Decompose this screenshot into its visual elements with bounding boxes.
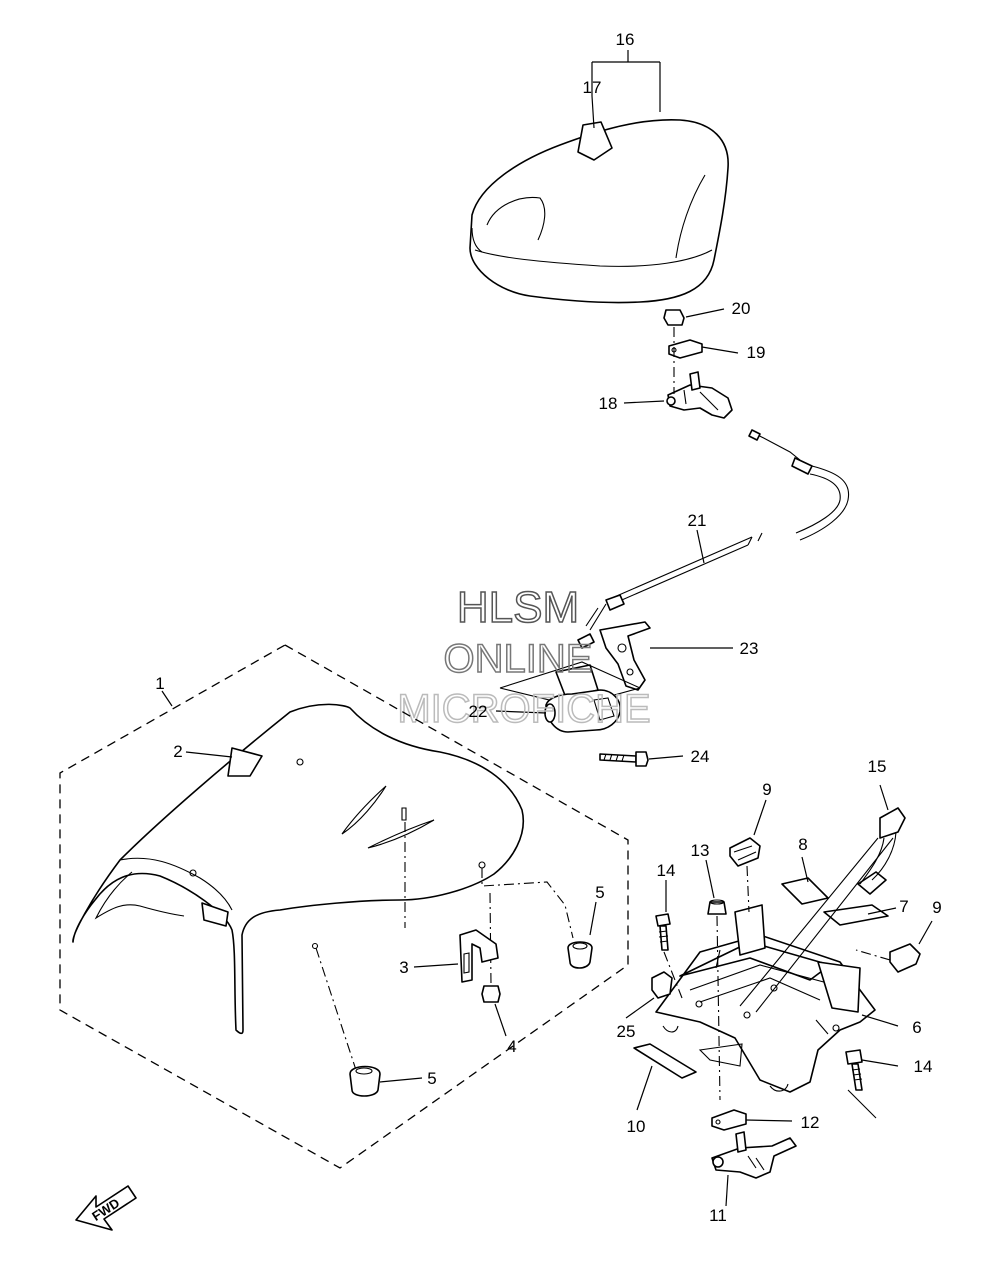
lock-mount-bracket <box>499 661 641 707</box>
watermark-line-3: MICROFICHE <box>397 687 650 731</box>
callout-19: 19 <box>747 343 766 362</box>
callout-14b: 14 <box>914 1057 933 1076</box>
callout-15: 15 <box>868 757 887 776</box>
callout-9a: 9 <box>762 780 771 799</box>
seat-lock-cylinder <box>544 689 622 733</box>
upper-seat <box>469 118 729 304</box>
callout-23: 23 <box>740 639 759 658</box>
callout-8: 8 <box>798 835 807 854</box>
callout-24: 24 <box>691 747 710 766</box>
watermark: HLSM ONLINE MICROFICHE <box>397 582 652 732</box>
callout-20: 20 <box>732 299 751 318</box>
rubber-pad-9a <box>729 837 761 867</box>
bracket-frame <box>655 904 876 1093</box>
lock-bracket <box>599 621 651 691</box>
callout-10: 10 <box>627 1117 646 1136</box>
callout-2: 2 <box>173 742 182 761</box>
cushion-25 <box>651 971 673 999</box>
callout-9b: 9 <box>932 898 941 917</box>
callout-5a: 5 <box>595 883 604 902</box>
tape-7 <box>823 904 889 926</box>
collar-nut <box>663 309 685 326</box>
callout-4: 4 <box>507 1037 516 1056</box>
bolt-14a <box>655 913 671 951</box>
bolt-14b <box>845 1049 863 1091</box>
rubber-pad-9b <box>889 943 921 973</box>
strap-15 <box>857 807 906 895</box>
watermark-line-1: HLSM <box>457 583 579 632</box>
double-seat <box>72 703 525 1035</box>
seat-tag-2 <box>227 747 263 777</box>
bolt-24 <box>599 751 649 767</box>
callout-5b: 5 <box>427 1069 436 1088</box>
callout-13: 13 <box>691 841 710 860</box>
tape-8 <box>781 877 829 905</box>
callout-3: 3 <box>399 958 408 977</box>
collar-13 <box>707 899 727 915</box>
callout-25: 25 <box>617 1022 636 1041</box>
callout-1: 1 <box>155 674 164 693</box>
callout-22: 22 <box>469 702 488 721</box>
seat-tag <box>577 121 613 161</box>
damper-upper <box>567 941 593 969</box>
callout-6: 6 <box>912 1018 921 1037</box>
nut-4 <box>481 985 501 1003</box>
callout-16: 16 <box>616 30 635 49</box>
lock-plate-lower <box>711 1109 747 1131</box>
callout-labels: 16 17 20 19 18 21 23 1 22 24 2 15 9 8 13… <box>155 30 941 1225</box>
seat-lock-hook <box>666 371 733 419</box>
strip-10 <box>633 1043 697 1079</box>
callout-12: 12 <box>801 1113 820 1132</box>
callout-7: 7 <box>899 897 908 916</box>
seat-bracket <box>459 929 499 983</box>
damper-lower <box>349 1065 381 1097</box>
assembly-boundary <box>59 644 629 1169</box>
callout-18: 18 <box>599 394 618 413</box>
callout-21: 21 <box>688 511 707 530</box>
callout-11: 11 <box>709 1206 727 1225</box>
callout-14a: 14 <box>657 861 676 880</box>
fwd-direction-arrow: FWD <box>75 1185 137 1231</box>
seat-lock-cable <box>577 429 850 649</box>
seat-lock-hook-lower <box>711 1131 797 1179</box>
callout-17: 17 <box>583 78 602 97</box>
watermark-line-2: ONLINE <box>444 637 593 681</box>
